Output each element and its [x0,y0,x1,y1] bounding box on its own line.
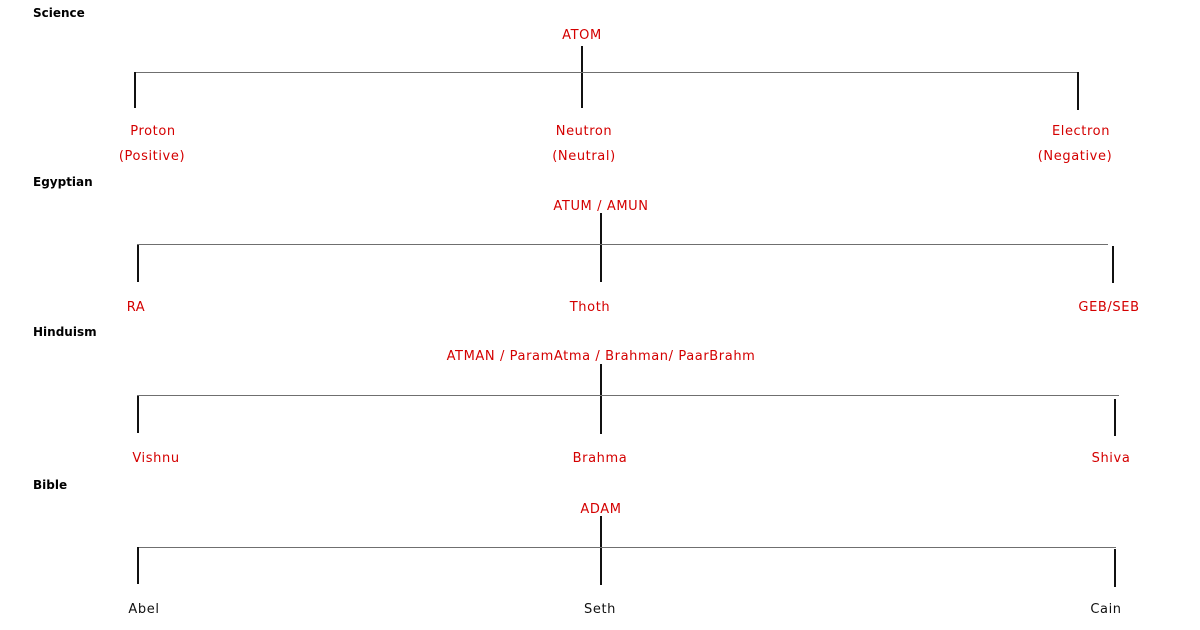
child-stem-left [137,396,139,433]
child-subnode-negative: (Negative) [1037,149,1113,164]
child-node-brahma: Brahma [572,451,628,466]
root-node-atom: ATOM [562,28,602,43]
branch-line [135,72,1078,73]
child-stem-right [1114,549,1116,587]
root-stem [600,516,602,585]
child-node-electron: Electron [1051,124,1111,139]
child-subnode-neutral: (Neutral) [552,149,616,164]
child-node-cain: Cain [1090,602,1122,617]
child-node-neutron: Neutron [555,124,613,139]
child-node-ra: RA [126,300,146,315]
child-stem-right [1077,72,1079,110]
section-heading-bible: Bible [33,478,68,492]
branch-line [137,244,1108,245]
child-node-abel: Abel [128,602,160,617]
branch-line [137,547,1116,548]
root-stem [581,46,583,108]
child-node-proton: Proton [130,124,176,139]
section-heading-egyptian: Egyptian [33,175,93,189]
child-stem-right [1114,399,1116,436]
child-node-seth: Seth [584,602,616,617]
child-node-thoth: Thoth [569,300,611,315]
child-stem-left [137,245,139,282]
child-stem-left [137,547,139,584]
root-node-atman: ATMAN / ParamAtma / Brahman/ PaarBrahm [446,349,756,364]
section-heading-science: Science [33,6,85,20]
branch-line [137,395,1119,396]
child-subnode-positive: (Positive) [118,149,186,164]
child-node-vishnu: Vishnu [132,451,180,466]
root-stem [600,213,602,282]
child-node-shiva: Shiva [1091,451,1131,466]
child-node-geb-seb: GEB/SEB [1078,300,1140,315]
child-stem-left [134,72,136,108]
child-stem-right [1112,246,1114,283]
root-node-atum-amun: ATUM / AMUN [553,199,649,214]
section-heading-hinduism: Hinduism [33,325,97,339]
root-node-adam: ADAM [580,502,622,517]
root-stem [600,364,602,434]
